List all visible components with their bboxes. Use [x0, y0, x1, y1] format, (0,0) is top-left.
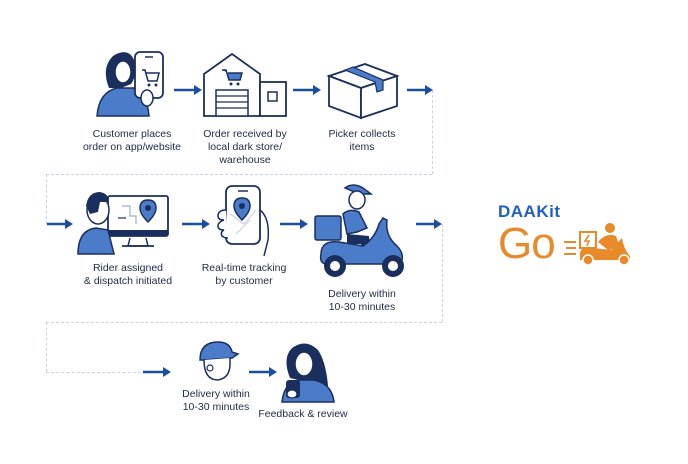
customer-feedback-icon	[281, 343, 335, 403]
arrow-icon	[280, 219, 308, 229]
customer-phone-cart-icon	[96, 51, 164, 117]
connector-row1-left	[46, 174, 432, 175]
arrow-icon	[47, 219, 73, 229]
box-icon	[326, 63, 400, 120]
step-label: Delivery within 10-30 minutes	[328, 288, 396, 313]
step-label: Real-time tracking by customer	[201, 262, 287, 287]
rider-head-icon	[199, 341, 240, 381]
connector-row2-down-left	[46, 174, 47, 224]
step-label: Rider assigned & dispatch initiated	[83, 262, 173, 287]
dispatcher-monitor-icon	[77, 192, 169, 255]
logo-brand-text: DAAKit	[498, 202, 561, 221]
phone-map-pin-icon	[217, 185, 270, 257]
arrow-icon	[143, 367, 171, 377]
scooter-rider-icon	[314, 184, 404, 277]
connector-row3-right	[46, 372, 146, 373]
arrow-icon	[174, 85, 202, 95]
connector-row2-right-down	[442, 224, 443, 322]
arrow-icon	[416, 219, 442, 229]
warehouse-cart-icon	[203, 52, 287, 117]
step-label: Customer places order on app/website	[82, 128, 182, 153]
connector-row1-down	[432, 90, 433, 174]
step-label: Picker collects items	[328, 128, 396, 153]
step-label: Order received by local dark store/ ware…	[203, 128, 287, 166]
connector-row2-left	[46, 322, 442, 323]
logo-product-text: Go	[498, 219, 556, 268]
arrow-icon	[293, 85, 321, 95]
connector-row3-down	[46, 322, 47, 372]
step-label: Feedback & review	[258, 408, 348, 420]
arrow-icon	[249, 367, 277, 377]
step-label: Delivery within 10-30 minutes	[182, 388, 250, 413]
arrow-icon	[182, 219, 210, 229]
scooter-delivery-icon	[564, 223, 630, 266]
arrow-icon	[407, 85, 433, 95]
